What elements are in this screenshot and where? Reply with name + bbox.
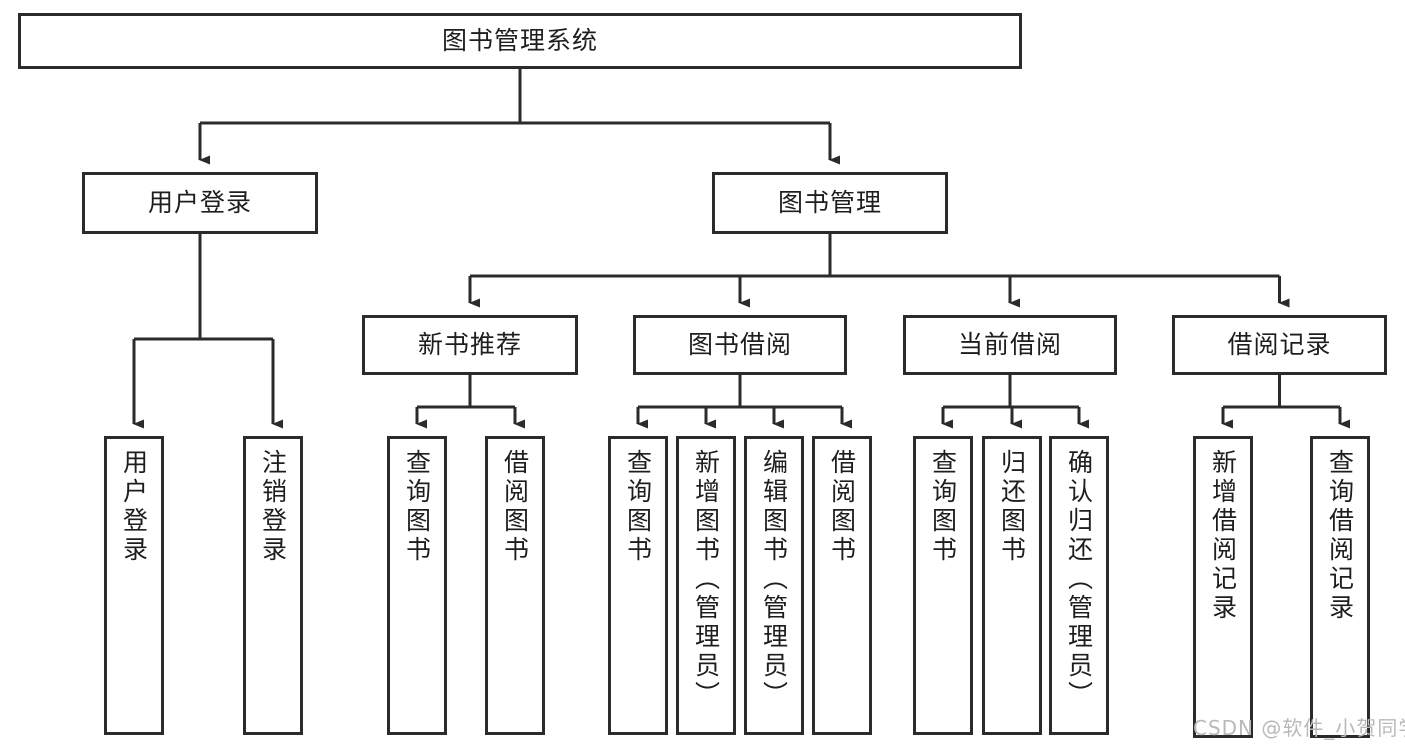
leaf-borrow-book-2-label: 借阅图书 [827,449,857,565]
node-new-book-recommend-label: 新书推荐 [417,329,522,359]
leaf-confirm-return[interactable]: 确认归还（管理员） [1049,436,1109,735]
edge-bus [638,375,842,409]
leaf-query-book-1-label: 查询图书 [402,449,432,565]
edge-bus [134,234,273,341]
edge-bus [943,375,1079,409]
leaf-query-book-3[interactable]: 查询图书 [913,436,973,735]
leaf-query-record-label: 查询借阅记录 [1325,449,1355,623]
edge-bus [200,69,830,125]
leaf-add-record-label: 新增借阅记录 [1208,449,1238,623]
node-user-login-label: 用户登录 [147,187,252,217]
node-new-book-recommend[interactable]: 新书推荐 [362,315,578,375]
leaf-return-book-label: 归还图书 [997,449,1027,565]
node-root-label: 图书管理系统 [441,25,598,55]
leaf-query-record[interactable]: 查询借阅记录 [1310,436,1370,738]
leaf-add-book-label: 新增图书（管理员） [691,449,721,710]
leaf-query-book-2[interactable]: 查询图书 [608,436,668,735]
node-book-borrow[interactable]: 图书借阅 [633,315,847,375]
edge-bus [470,234,1280,278]
node-book-management-label: 图书管理 [777,187,882,217]
edge-bus [1223,375,1340,409]
node-root[interactable]: 图书管理系统 [18,13,1022,69]
leaf-user-login[interactable]: 用户登录 [104,436,164,735]
leaf-add-book[interactable]: 新增图书（管理员） [676,436,736,735]
leaf-borrow-book-2[interactable]: 借阅图书 [812,436,872,735]
node-book-borrow-label: 图书借阅 [687,329,792,359]
node-book-management[interactable]: 图书管理 [712,172,948,234]
node-current-borrow[interactable]: 当前借阅 [903,315,1117,375]
leaf-borrow-book-1[interactable]: 借阅图书 [485,436,545,735]
node-user-login[interactable]: 用户登录 [82,172,318,234]
leaf-query-book-3-label: 查询图书 [928,449,958,565]
leaf-borrow-book-1-label: 借阅图书 [500,449,530,565]
node-current-borrow-label: 当前借阅 [957,329,1062,359]
leaf-confirm-return-label: 确认归还（管理员） [1064,449,1094,710]
edge-bus [417,375,515,409]
leaf-query-book-1[interactable]: 查询图书 [387,436,447,735]
leaf-edit-book[interactable]: 编辑图书（管理员） [744,436,804,735]
leaf-logout-label: 注销登录 [258,449,288,565]
node-borrow-record[interactable]: 借阅记录 [1172,315,1387,375]
leaf-add-record[interactable]: 新增借阅记录 [1193,436,1253,738]
leaf-logout[interactable]: 注销登录 [243,436,303,735]
leaf-user-login-label: 用户登录 [119,449,149,565]
leaf-return-book[interactable]: 归还图书 [982,436,1042,735]
leaf-edit-book-label: 编辑图书（管理员） [759,449,789,710]
node-borrow-record-label: 借阅记录 [1227,329,1332,359]
leaf-query-book-2-label: 查询图书 [623,449,653,565]
